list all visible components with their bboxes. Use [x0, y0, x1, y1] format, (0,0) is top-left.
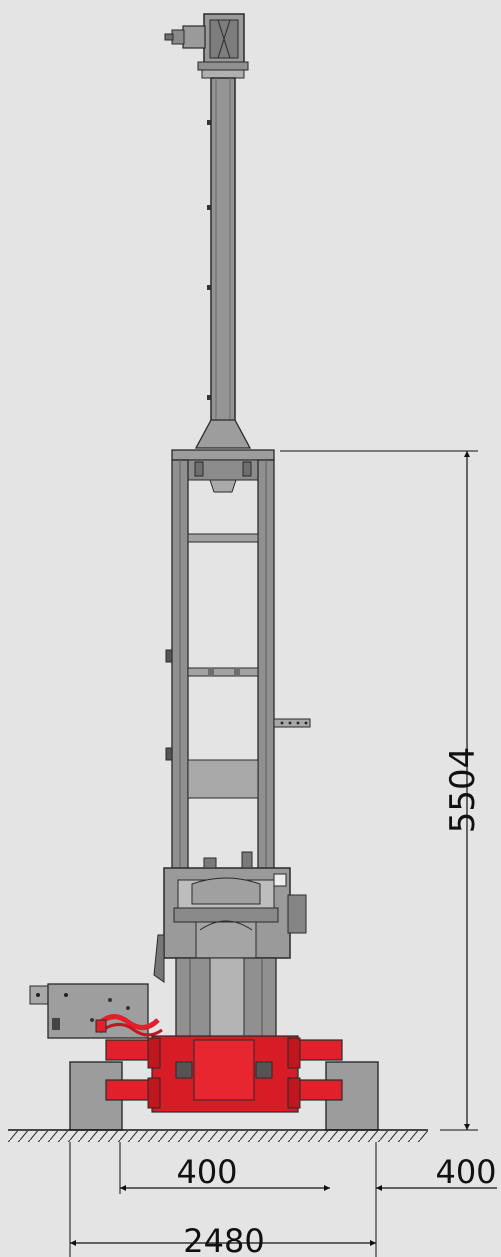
track-width-label: 400: [176, 1153, 237, 1191]
ground-line: [8, 1129, 428, 1142]
outrigger-beams: [105, 1035, 343, 1113]
overall-width-dimension: 2480: [70, 1222, 376, 1257]
top-head-assembly: [164, 13, 249, 79]
height-dimension: 5504: [280, 450, 483, 1131]
lattice-mast-frame: [165, 449, 311, 871]
hydraulic-hoses: [95, 1014, 163, 1037]
track-offset-label: 400: [435, 1153, 496, 1191]
carriage-assembly: [153, 851, 307, 1039]
height-dimension-label: 5504: [443, 747, 483, 834]
track-width-dimension: 400: [69, 1142, 377, 1257]
upper-mast: [194, 77, 252, 449]
overall-width-label: 2480: [183, 1222, 264, 1257]
side-unit-left: [29, 983, 149, 1039]
track-offset-dimension: 400: [376, 1153, 497, 1191]
